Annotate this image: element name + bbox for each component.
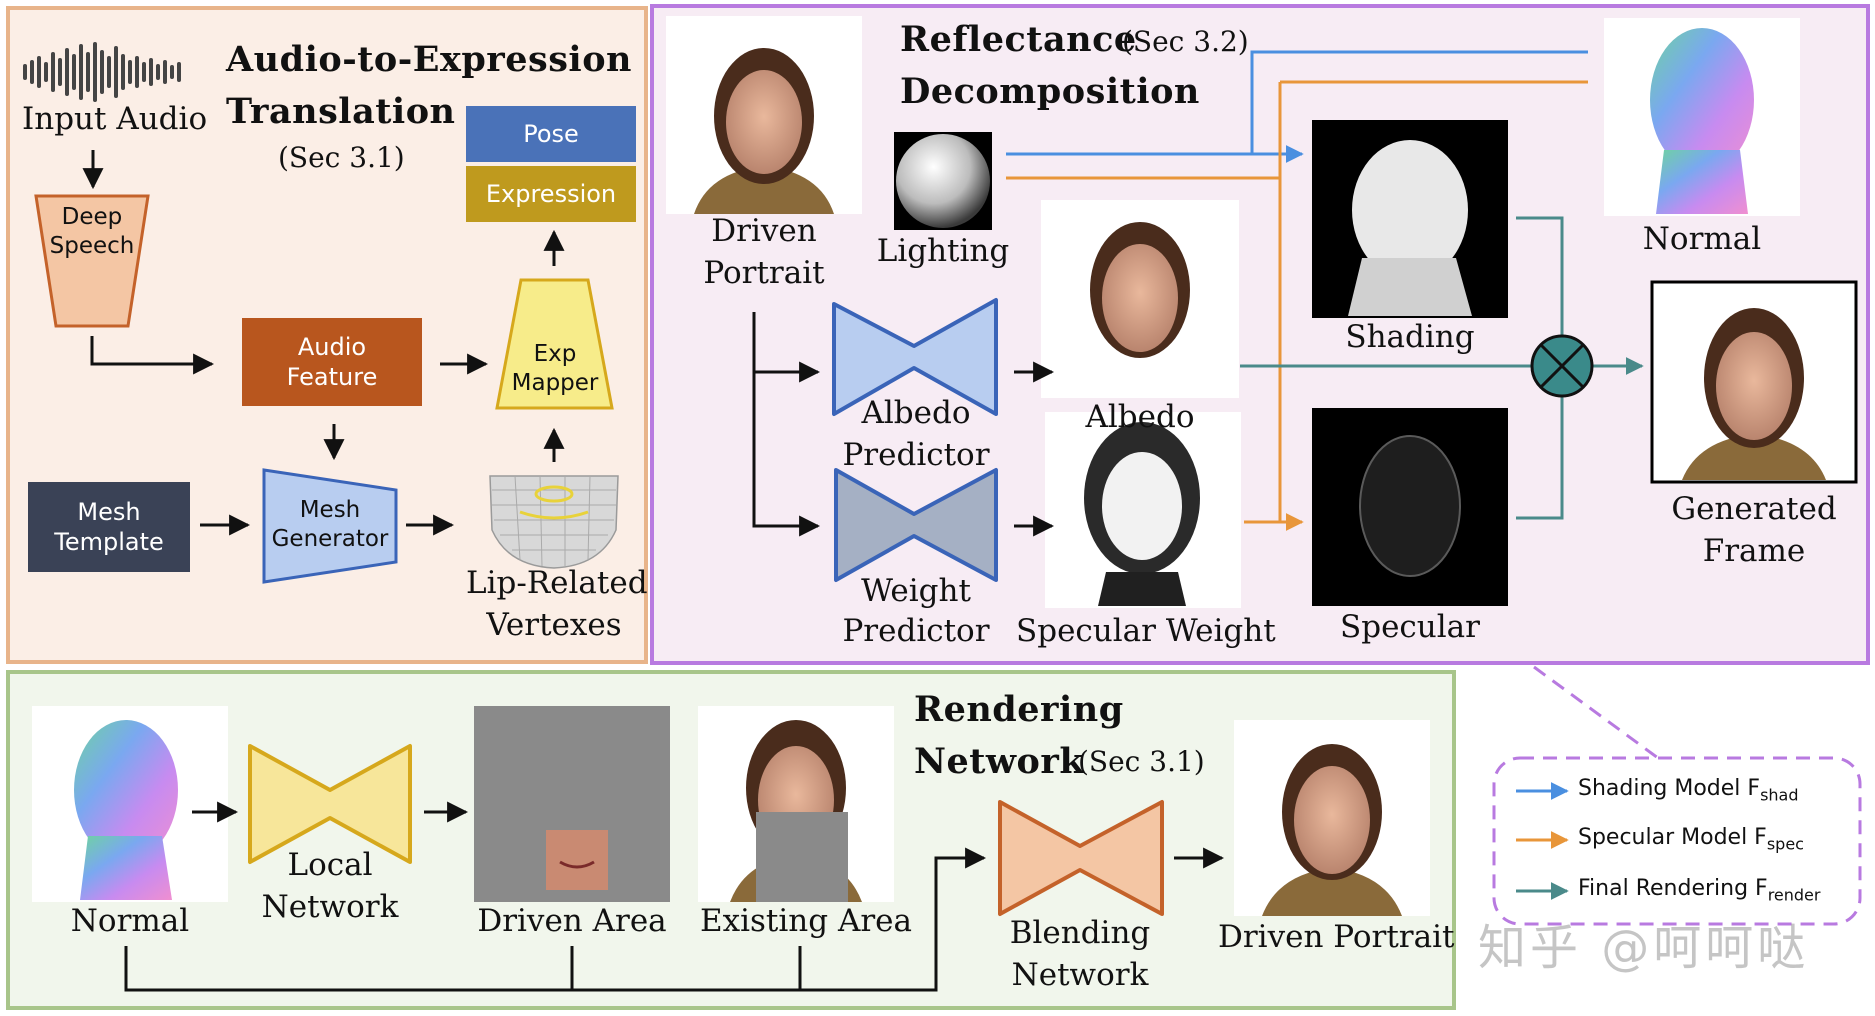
driven-area-image — [474, 706, 670, 902]
specular-weight-image — [1045, 412, 1241, 608]
existing-area-image — [698, 706, 894, 902]
shading-label: Shading — [1345, 319, 1475, 355]
generated-frame-label-line1: Generated — [1671, 491, 1837, 527]
albedo-image — [1041, 200, 1239, 398]
mesh-generator-label: Mesh Generator — [271, 497, 389, 552]
mesh-template-block: Mesh Template — [28, 482, 190, 572]
driven-portrait-photo — [666, 16, 862, 214]
refl-section-ref: (Sec 3.2) — [1122, 25, 1249, 58]
lip-vertex-mesh-image — [489, 475, 619, 569]
multiply-operator-icon — [1530, 334, 1594, 398]
generated-frame-label-line2: Frame — [1702, 533, 1806, 569]
normal-map-image — [1604, 18, 1800, 216]
exp-mapper-block — [495, 278, 614, 410]
albedo-label: Albedo — [1085, 399, 1195, 435]
render-normal-image — [32, 706, 228, 902]
driven-area-label: Driven Area — [477, 903, 667, 939]
albedo-predictor-network — [832, 298, 998, 416]
driven-portrait-label-line2: Portrait — [703, 255, 825, 291]
local-network-label-line1: Local — [287, 847, 373, 883]
blending-network — [998, 800, 1164, 916]
blending-network-label-line1: Blending — [1009, 915, 1151, 951]
render-driven-portrait-photo — [1234, 720, 1430, 916]
exp-mapper-label: Exp Mapper — [511, 341, 599, 396]
lip-vertexes-label-line1: Lip-Related — [466, 565, 648, 601]
expression-block: Expression — [466, 166, 636, 222]
shading-image — [1312, 120, 1508, 318]
deep-speech-block — [34, 194, 150, 328]
existing-area-label: Existing Area — [699, 903, 912, 939]
driven-portrait-label-line1: Driven — [711, 213, 817, 249]
blending-network-label-line2: Network — [1011, 957, 1149, 993]
render-normal-label: Normal — [70, 903, 190, 939]
local-network-label-line2: Network — [261, 889, 399, 925]
pose-block: Pose — [466, 106, 636, 162]
waveform-icon — [23, 42, 181, 102]
weight-predictor-network — [834, 468, 998, 582]
albedo-predictor-label-line2: Predictor — [842, 437, 990, 473]
a2e-section-ref: (Sec 3.1) — [278, 141, 405, 174]
legend-connector — [1533, 665, 1659, 760]
refl-title-line1: Reflectance — [900, 19, 1137, 60]
render-title-line1: Rendering — [914, 689, 1124, 730]
normal-label: Normal — [1642, 221, 1762, 257]
albedo-predictor-label-line1: Albedo — [861, 395, 971, 431]
legend-specular-label: Specular Model Fspec — [1578, 825, 1804, 854]
deep-speech-label: Deep Speech — [49, 204, 135, 259]
a2e-title-line1: Audio-to-Expression — [226, 39, 633, 80]
render-driven-portrait-label: Driven Portrait — [1218, 919, 1455, 955]
audio-feature-block: Audio Feature — [242, 318, 422, 406]
input-audio-label: Input Audio — [22, 101, 208, 137]
local-network — [248, 744, 412, 864]
lighting-label: Lighting — [876, 233, 1010, 269]
specular-weight-label: Specular Weight — [1016, 613, 1276, 649]
lip-vertexes-label-line2: Vertexes — [486, 607, 622, 643]
render-section-ref: (Sec 3.1) — [1078, 745, 1205, 778]
refl-title-line2: Decomposition — [900, 71, 1200, 112]
weight-predictor-label-line2: Predictor — [842, 613, 990, 649]
generated-frame-photo — [1682, 308, 1826, 480]
a2e-title-line2: Translation — [226, 91, 456, 132]
watermark: 知乎 @呵呵哒 — [1478, 920, 1810, 976]
legend-shading-label: Shading Model Fshad — [1578, 776, 1799, 805]
weight-predictor-label-line1: Weight — [861, 573, 971, 609]
legend-final-label: Final Rendering Frender — [1578, 876, 1821, 905]
specular-image — [1312, 408, 1508, 606]
render-title-line2: Network — [914, 741, 1085, 782]
specular-label: Specular — [1340, 609, 1480, 645]
legend-frame — [1492, 756, 1862, 926]
mesh-generator-block — [262, 468, 398, 584]
